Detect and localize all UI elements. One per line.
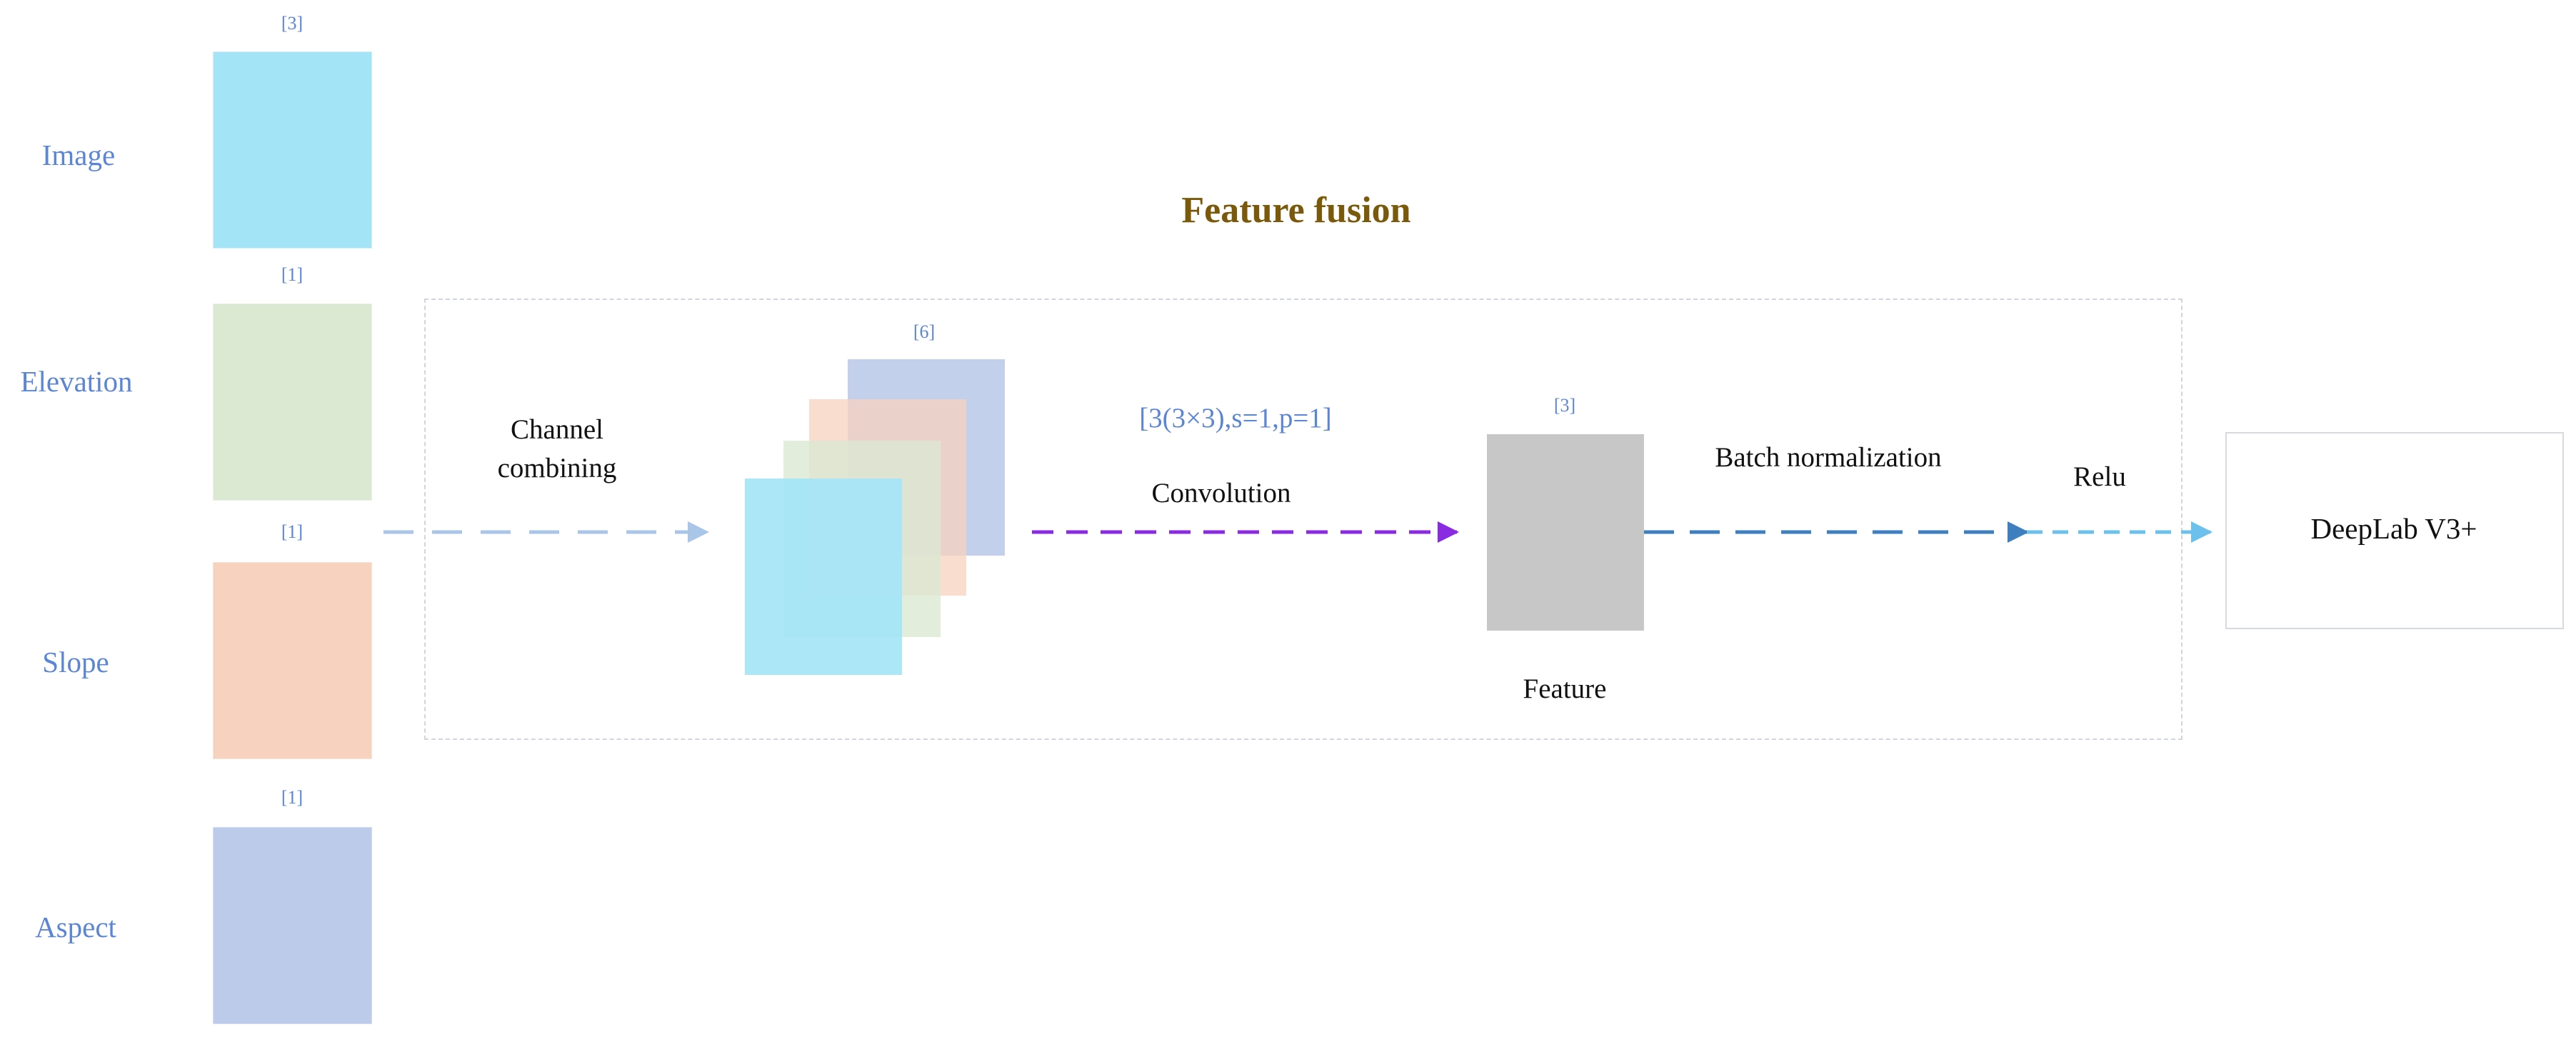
- input-block-slope: [213, 562, 372, 759]
- input-block-elevation: [213, 304, 372, 501]
- channel-combining-label: Channel combining: [457, 411, 657, 488]
- diagram-title: Feature fusion: [1181, 190, 1411, 231]
- input-label-slope: Slope: [42, 646, 109, 678]
- feature-block: [1487, 434, 1644, 631]
- input-block-image: [213, 51, 372, 249]
- channel-combining-line1: Channel: [511, 414, 603, 445]
- conv-params: [3(3×3),s=1,p=1]: [1139, 403, 1332, 434]
- input-channels-aspect: [1]: [281, 787, 304, 808]
- input-channels-image: [3]: [281, 13, 304, 34]
- feature-label: Feature: [1523, 673, 1607, 704]
- stack-block-image: [745, 479, 902, 675]
- channel-combining-line2: combining: [497, 453, 617, 484]
- stack-channels: [6]: [913, 321, 936, 342]
- feature-channels: [3]: [1553, 395, 1576, 416]
- relu-label: Relu: [2073, 461, 2126, 492]
- input-label-aspect: Aspect: [35, 911, 116, 943]
- input-channels-slope: [1]: [281, 521, 304, 542]
- input-channels-elevation: [1]: [281, 264, 304, 285]
- input-label-image: Image: [41, 139, 116, 171]
- input-label-elevation: Elevation: [20, 365, 133, 398]
- fusion-frame: [424, 299, 2182, 740]
- output-box: [2225, 432, 2564, 629]
- batch-normalization-label: Batch normalization: [1715, 442, 1942, 473]
- input-block-aspect: [213, 827, 372, 1024]
- convolution-label: Convolution: [1151, 478, 1291, 509]
- output-label: DeepLab V3+: [2310, 512, 2477, 545]
